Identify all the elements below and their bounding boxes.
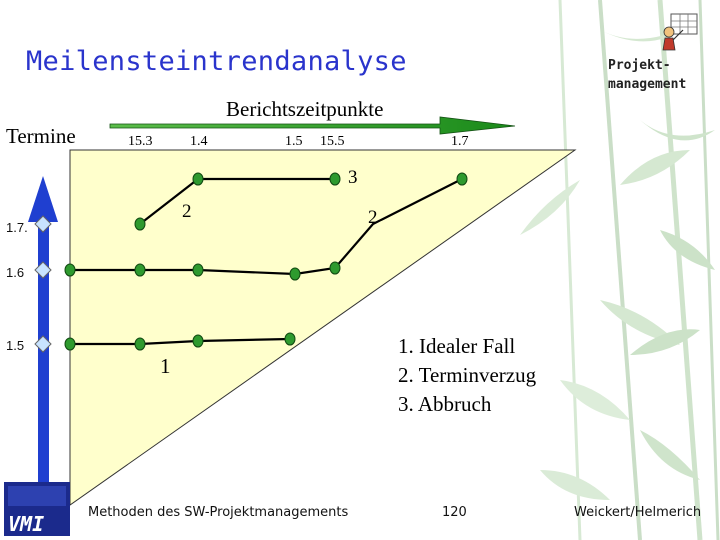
project-management-label: Projekt- management <box>608 56 686 94</box>
legend-item: 1. Idealer Fall <box>398 334 516 358</box>
x-tick-label: 1.4 <box>190 134 208 149</box>
milestone-point <box>192 263 204 277</box>
x-tick-label: 15.5 <box>320 134 345 149</box>
x-tick-label: 15.3 <box>128 134 153 149</box>
x-tick-label: 1.7 <box>451 134 469 149</box>
line-label-3: 3 <box>348 167 358 188</box>
milestone-point <box>134 263 146 277</box>
line-label-2: 2 <box>368 207 378 228</box>
trend-line-1 <box>70 337 291 346</box>
y-tick-label: 1.7. <box>6 220 28 235</box>
y-axis-arrowhead <box>28 176 58 222</box>
line-label-2: 2 <box>182 201 192 222</box>
project-management-logo-icon <box>662 13 698 51</box>
y-marker-1-5 <box>34 335 52 353</box>
vmi-logo-text: VMI <box>8 512 45 536</box>
footer-authors: Weickert/Helmerich <box>574 505 702 520</box>
footer-page-number: 120 <box>442 505 467 520</box>
ideal-triangle <box>69 149 577 506</box>
legend-item: 3. Abbruch <box>398 392 492 416</box>
legend: 1. Idealer Fall 2. Terminverzug 3. Abbru… <box>398 332 536 419</box>
milestone-point <box>134 217 146 231</box>
line-label-1: 1 <box>160 354 171 378</box>
milestone-point <box>192 172 204 186</box>
x-axis-label: Berichtszeitpunkte <box>226 97 384 121</box>
milestone-point <box>64 263 76 277</box>
milestone-point <box>284 332 296 346</box>
milestone-point <box>64 337 76 351</box>
legend-item: 2. Terminverzug <box>398 363 537 387</box>
footer-course: Methoden des SW-Projektmanagements <box>88 505 349 520</box>
vmi-logo-icon <box>4 482 70 536</box>
y-marker-1-6 <box>34 261 52 279</box>
logo-line-1: Projekt- <box>608 58 671 73</box>
y-axis-label: Termine <box>6 124 76 148</box>
y-axis-shaft <box>38 220 49 505</box>
x-tick-label: 1.5 <box>285 134 303 149</box>
vmi-logo: VMI <box>4 482 70 536</box>
slide-title: Meilensteintrendanalyse <box>26 46 407 77</box>
milestone-point <box>289 267 301 281</box>
milestone-point <box>192 334 204 348</box>
milestone-point <box>456 172 468 186</box>
y-marker-1-7 <box>34 215 52 233</box>
milestone-point <box>134 337 146 351</box>
logo-line-2: management <box>608 77 687 92</box>
y-tick-label: 1.5 <box>6 338 25 353</box>
milestone-point <box>329 172 341 186</box>
milestone-point <box>329 261 341 275</box>
y-tick-label: 1.6 <box>6 265 25 280</box>
x-axis-arrow <box>109 116 516 135</box>
